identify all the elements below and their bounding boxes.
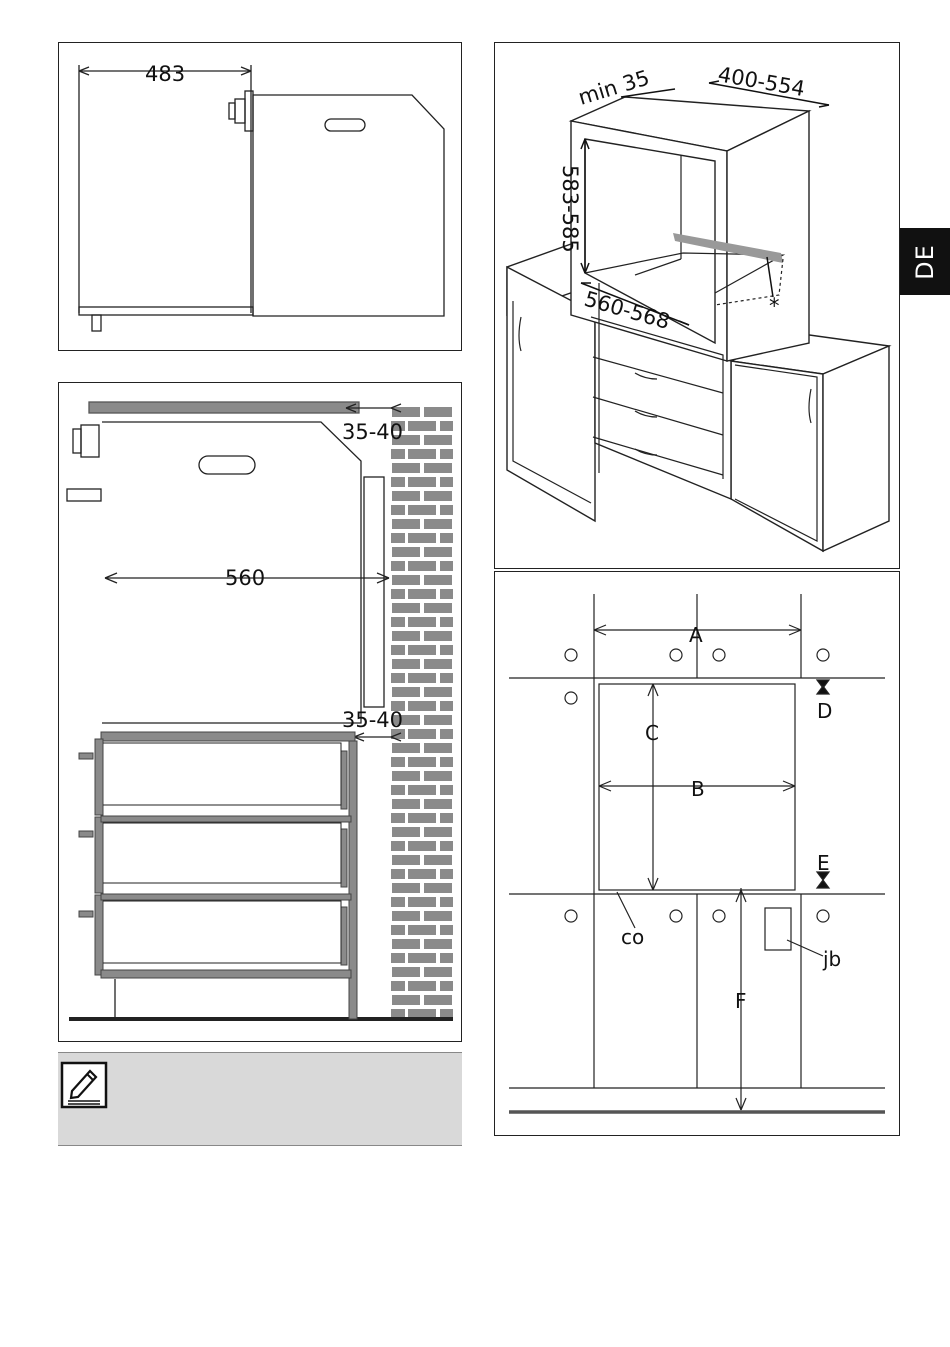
dim-483: 483 xyxy=(145,62,185,86)
panel-wall-layout: A C B D E F co jb xyxy=(494,571,900,1136)
wall-layout-drawing: A C B D E F co jb xyxy=(495,572,900,1136)
dim-400-554: 400-554 xyxy=(716,62,807,101)
dim-35-40-top: 35-40 xyxy=(342,420,403,444)
label-a: A xyxy=(689,623,703,647)
asterisk-label: * xyxy=(769,294,780,318)
pencil-note-icon xyxy=(60,1061,108,1109)
dim-560: 560 xyxy=(225,566,265,590)
panel-cross-section: 35-40 560 35-40 xyxy=(58,382,462,1042)
label-f: F xyxy=(735,989,747,1013)
language-tab: DE xyxy=(900,228,950,295)
label-co: co xyxy=(621,925,644,949)
dim-35-40-bottom: 35-40 xyxy=(342,708,403,732)
cross-section-drawing: 35-40 560 35-40 xyxy=(59,383,462,1042)
language-tab-label: DE xyxy=(911,244,939,280)
panel-cabinet: min 35 400-554 583-585 560-568 * xyxy=(494,42,900,569)
panel-side-view: 483 xyxy=(58,42,462,351)
side-view-drawing: 483 xyxy=(59,43,462,351)
label-c: C xyxy=(645,721,659,745)
cabinet-drawing: min 35 400-554 583-585 560-568 * xyxy=(495,43,900,569)
label-d: D xyxy=(817,699,832,723)
label-e: E xyxy=(817,851,830,875)
label-b: B xyxy=(691,777,705,801)
note-box xyxy=(58,1052,462,1146)
dim-583-585: 583-585 xyxy=(558,165,582,253)
label-jb: jb xyxy=(822,947,841,971)
